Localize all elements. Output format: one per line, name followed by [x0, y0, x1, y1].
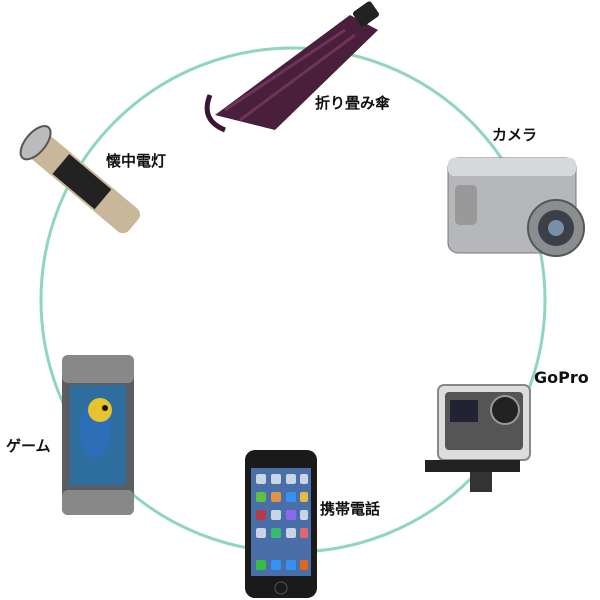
label-game: ゲーム — [6, 437, 51, 455]
flashlight-icon — [19, 125, 140, 234]
label-camera: カメラ — [492, 126, 538, 144]
label-umbrella: 折り畳み傘 — [315, 94, 391, 112]
camera-icon — [447, 157, 585, 257]
label-flashlight: 懐中電灯 — [106, 152, 167, 170]
smartphone-icon — [245, 450, 317, 598]
game-console-icon — [62, 355, 134, 515]
label-smartphone: 携帯電話 — [320, 500, 381, 518]
gopro-icon — [425, 384, 531, 492]
label-gopro: GoPro — [534, 368, 589, 387]
umbrella-icon — [0, 1, 379, 133]
